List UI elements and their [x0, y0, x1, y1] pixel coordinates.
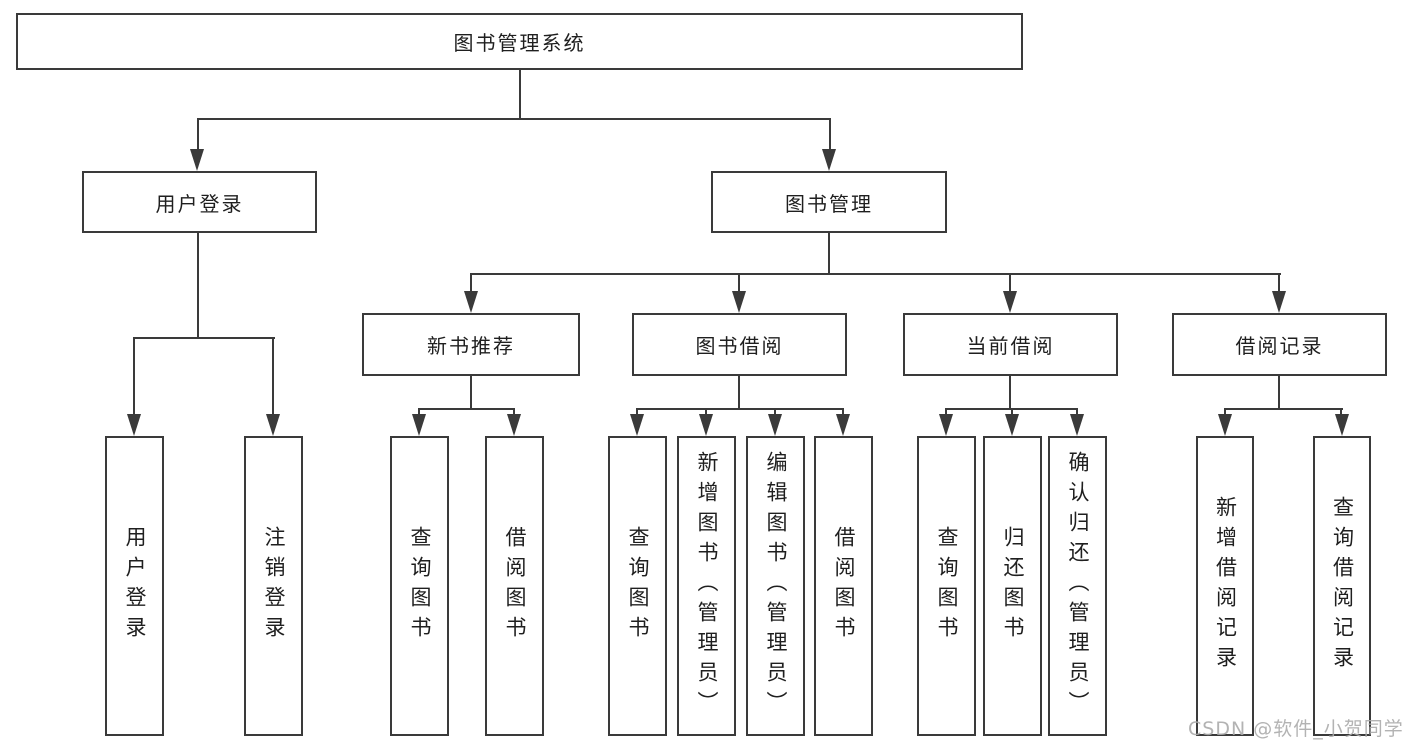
edge-to-leaf-add-books: [705, 408, 707, 416]
watermark: CSDN @软件_小贺同学: [1188, 718, 1404, 740]
node-book-management: 图书管理: [711, 171, 947, 233]
leaf-query-books-3: 查询图书: [917, 436, 976, 736]
arrowhead-leaf-query-books-1-icon: [412, 414, 426, 436]
leaf-borrow-books-1: 借阅图书: [485, 436, 544, 736]
arrowhead-leaf-add-borrow-record-icon: [1218, 414, 1232, 436]
edge-to-current-borrowing: [1009, 275, 1011, 292]
arrowhead-leaf-user-login-icon: [127, 414, 141, 436]
edge-to-new-book-recommendation: [470, 275, 472, 292]
arrowhead-leaf-query-borrow-record-icon: [1335, 414, 1349, 436]
edge-to-leaf-borrow-books-2: [842, 408, 844, 416]
leaf-query-borrow-record: 查询借阅记录: [1313, 436, 1371, 736]
edge-book-management-hline: [470, 273, 1281, 275]
leaf-add-books-admin: 新增图书（管理员）: [677, 436, 736, 736]
leaf-query-books-1: 查询图书: [390, 436, 449, 736]
node-book-borrowing: 图书借阅: [632, 313, 847, 376]
edge-to-leaf-edit-books: [774, 408, 776, 416]
edge-to-book-borrowing: [738, 275, 740, 292]
arrowhead-leaf-confirm-return-icon: [1070, 414, 1084, 436]
edge-to-leaf-user-login: [133, 339, 135, 415]
arrowhead-leaf-edit-books-icon: [768, 414, 782, 436]
edge-to-leaf-add-borrow-record: [1224, 408, 1226, 416]
arrowhead-user-login-icon: [190, 149, 204, 171]
leaf-user-login: 用户登录: [105, 436, 164, 736]
edge-book-borrowing-hline: [637, 408, 844, 410]
node-user-login: 用户登录: [82, 171, 317, 233]
edge-root-stem: [519, 69, 521, 118]
edge-book-management-stem: [828, 233, 830, 273]
edge-to-book-management: [829, 120, 831, 150]
edge-to-borrowing-records: [1278, 275, 1280, 292]
edge-user-login-hline: [133, 337, 275, 339]
arrowhead-leaf-add-books-icon: [699, 414, 713, 436]
node-current-borrowing: 当前借阅: [903, 313, 1118, 376]
node-borrowing-records: 借阅记录: [1172, 313, 1387, 376]
node-new-book-recommendation: 新书推荐: [362, 313, 580, 376]
edge-to-leaf-confirm-return: [1076, 408, 1078, 416]
edge-to-user-login: [197, 120, 199, 150]
edge-borrowing-records-hline: [1224, 408, 1343, 410]
edge-book-borrowing-stem: [738, 376, 740, 408]
edge-root-hline: [197, 118, 831, 120]
arrowhead-current-borrowing-icon: [1003, 291, 1017, 313]
edge-to-leaf-query-books-1: [418, 408, 420, 416]
arrowhead-leaf-logout-icon: [266, 414, 280, 436]
arrowhead-leaf-query-books-2-icon: [630, 414, 644, 436]
arrowhead-new-book-recommendation-icon: [464, 291, 478, 313]
leaf-query-books-2: 查询图书: [608, 436, 667, 736]
leaf-confirm-return-admin: 确认归还（管理员）: [1048, 436, 1107, 736]
arrowhead-leaf-return-books-icon: [1005, 414, 1019, 436]
leaf-return-books: 归还图书: [983, 436, 1042, 736]
arrowhead-leaf-borrow-books-2-icon: [836, 414, 850, 436]
arrowhead-borrowing-records-icon: [1272, 291, 1286, 313]
edge-borrowing-records-stem: [1278, 376, 1280, 408]
edge-new-book-rec-stem: [470, 376, 472, 408]
edge-current-borrowing-stem: [1009, 376, 1011, 408]
arrowhead-book-borrowing-icon: [732, 291, 746, 313]
arrowhead-leaf-query-books-3-icon: [939, 414, 953, 436]
arrowhead-leaf-borrow-books-1-icon: [507, 414, 521, 436]
edge-to-leaf-query-books-2: [636, 408, 638, 416]
edge-to-leaf-query-borrow-record: [1340, 408, 1342, 416]
edge-to-leaf-query-books-3: [945, 408, 947, 416]
leaf-logout: 注销登录: [244, 436, 303, 736]
edge-user-login-stem: [197, 233, 199, 337]
leaf-borrow-books-2: 借阅图书: [814, 436, 873, 736]
node-library-management-system: 图书管理系统: [16, 13, 1023, 70]
edge-new-book-rec-hline: [418, 408, 515, 410]
edge-to-leaf-logout: [272, 339, 274, 415]
arrowhead-book-management-icon: [822, 149, 836, 171]
leaf-add-borrow-record: 新增借阅记录: [1196, 436, 1254, 736]
leaf-edit-books-admin: 编辑图书（管理员）: [746, 436, 805, 736]
edge-to-leaf-borrow-books-1: [513, 408, 515, 416]
edge-to-leaf-return-books: [1011, 408, 1013, 416]
